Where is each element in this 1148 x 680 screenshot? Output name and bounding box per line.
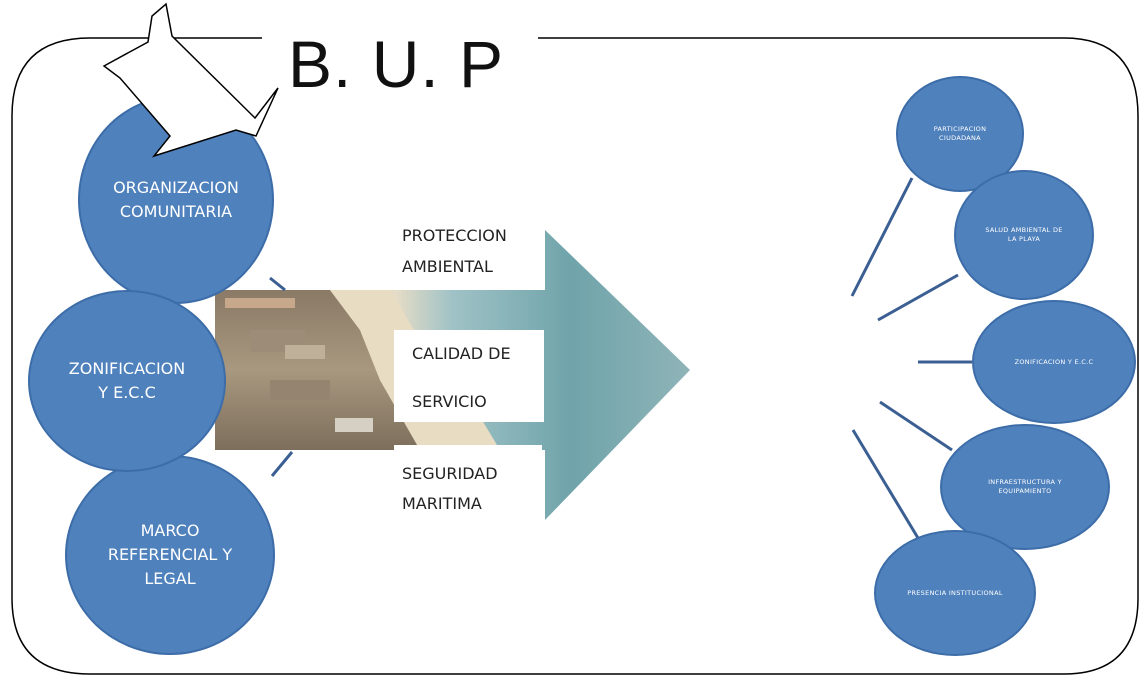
node-salud-ambiental: SALUD AMBIENTAL DE LA PLAYA xyxy=(954,170,1094,300)
label-seguridad-maritima: SEGURIDAD MARITIMA xyxy=(394,445,542,531)
node-marco-referencial: MARCO REFERENCIAL Y LEGAL xyxy=(65,455,275,655)
node-label: ZONIFICACION Y E.C.C xyxy=(68,359,186,402)
node-label: INFRAESTRUCTURA Y EQUIPAMIENTO xyxy=(988,478,1062,495)
diagram-title: B. U. P xyxy=(278,24,515,104)
connector-left-2 xyxy=(270,451,294,477)
connector-right-1 xyxy=(850,177,914,297)
node-presencia-institucional: PRESENCIA INSTITUCIONAL xyxy=(874,530,1036,656)
node-organizacion-comunitaria: ORGANIZACION COMUNITARIA xyxy=(78,96,274,304)
node-label: SALUD AMBIENTAL DE LA PLAYA xyxy=(985,226,1063,243)
node-zonificacion-ecc: ZONIFICACION Y E.C.C xyxy=(972,300,1136,424)
label-proteccion-ambiental: PROTECCION AMBIENTAL xyxy=(392,210,542,288)
node-label: ORGANIZACION COMUNITARIA xyxy=(113,178,239,221)
node-label: MARCO REFERENCIAL Y LEGAL xyxy=(107,521,233,588)
label-calidad-servicio: CALIDAD DE SERVICIO xyxy=(394,330,544,422)
center-label-text: CALIDAD DE SERVICIO xyxy=(412,344,511,411)
connector-right-5 xyxy=(851,429,920,539)
node-label: PRESENCIA INSTITUCIONAL xyxy=(907,588,1003,597)
center-label-text: PROTECCION AMBIENTAL xyxy=(402,226,507,276)
node-zonificacion: ZONIFICACION Y E.C.C xyxy=(28,290,226,472)
node-label: PARTICIPACION CIUDADANA xyxy=(933,125,987,142)
node-label: ZONIFICACION Y E.C.C xyxy=(1014,357,1094,366)
center-label-text: SEGURIDAD MARITIMA xyxy=(402,464,498,513)
connector-right-4 xyxy=(879,400,953,452)
connector-right-2 xyxy=(877,273,959,322)
connector-left-1 xyxy=(269,276,286,292)
rounded-frame xyxy=(11,37,1139,675)
node-infraestructura: INFRAESTRUCTURA Y EQUIPAMIENTO xyxy=(940,424,1110,550)
